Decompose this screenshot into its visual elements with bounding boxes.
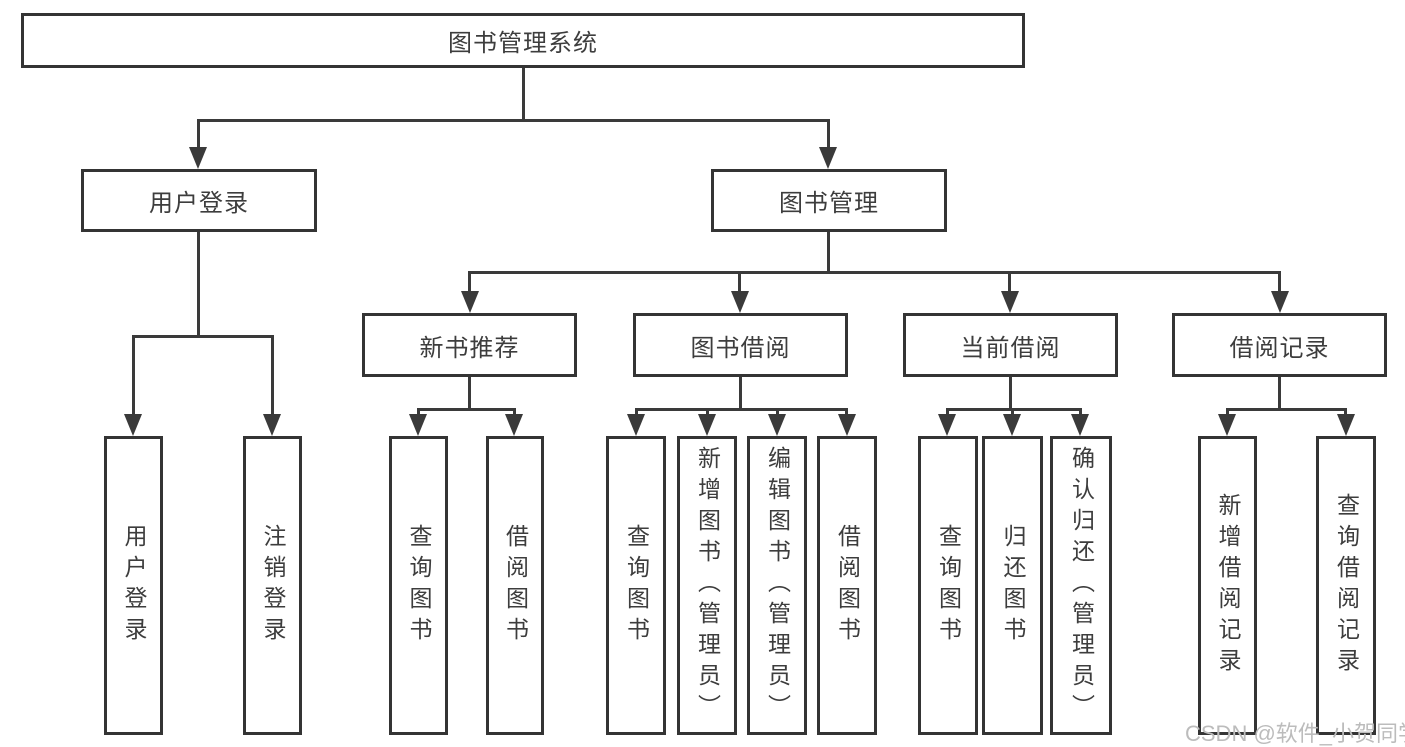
leaf-label: 借阅图书 <box>502 523 529 648</box>
arrowhead-down-icon <box>1071 414 1089 436</box>
connector-line <box>417 408 516 411</box>
leaf-query-books-recommend: 查询图书 <box>389 436 448 735</box>
node-book-management: 图书管理 <box>711 169 947 232</box>
leaf-query-borrow-record: 查询借阅记录 <box>1316 436 1376 735</box>
connector-line <box>132 335 274 338</box>
connector-line <box>845 408 848 416</box>
node-new-book-recommend: 新书推荐 <box>362 313 577 377</box>
node-borrow-records: 借阅记录 <box>1172 313 1387 377</box>
arrowhead-down-icon <box>505 414 523 436</box>
node-label: 用户登录 <box>149 190 249 217</box>
leaf-label: 用户登录 <box>121 523 147 648</box>
arrowhead-down-icon <box>819 147 837 169</box>
leaf-label: 新增图书（管理员） <box>694 446 721 725</box>
arrowhead-down-icon <box>1271 291 1289 313</box>
connector-line <box>197 119 830 122</box>
connector-line <box>776 408 779 416</box>
connector-line <box>1344 408 1347 416</box>
connector-line <box>827 232 830 274</box>
arrowhead-down-icon <box>768 414 786 436</box>
connector-line <box>1079 408 1082 416</box>
connector-line <box>1278 271 1281 293</box>
leaf-borrow-books-recommend: 借阅图书 <box>486 436 544 735</box>
connector-line <box>469 271 1281 274</box>
node-label: 当前借阅 <box>960 334 1061 362</box>
leaf-label: 查询借阅记录 <box>1333 492 1360 679</box>
arrowhead-down-icon <box>731 291 749 313</box>
leaf-add-borrow-record: 新增借阅记录 <box>1198 436 1257 735</box>
arrowhead-down-icon <box>698 414 716 436</box>
node-label: 图书管理 <box>779 190 879 217</box>
connector-line <box>635 408 848 411</box>
arrowhead-down-icon <box>938 414 956 436</box>
leaf-label: 查询图书 <box>935 523 962 648</box>
connector-line <box>946 408 1082 411</box>
leaf-label: 新增借阅记录 <box>1215 492 1241 679</box>
arrowhead-down-icon <box>1218 414 1236 436</box>
leaf-label: 确认归还（管理员） <box>1068 446 1095 725</box>
connector-line <box>739 377 742 411</box>
connector-line <box>706 408 709 416</box>
connector-line <box>1008 271 1011 293</box>
connector-line <box>522 68 525 122</box>
connector-line <box>1011 408 1014 416</box>
arrowhead-down-icon <box>263 414 281 436</box>
leaf-edit-books-admin: 编辑图书（管理员） <box>747 436 807 735</box>
arrowhead-down-icon <box>1001 291 1019 313</box>
connector-line <box>635 408 638 416</box>
arrowhead-down-icon <box>627 414 645 436</box>
leaf-user-login: 用户登录 <box>104 436 163 735</box>
node-user-login: 用户登录 <box>81 169 317 232</box>
connector-line <box>827 119 830 150</box>
leaf-add-books-admin: 新增图书（管理员） <box>677 436 737 735</box>
connector-line <box>271 335 274 416</box>
arrowhead-down-icon <box>838 414 856 436</box>
leaf-label: 编辑图书（管理员） <box>764 446 791 725</box>
node-label: 图书借阅 <box>690 334 791 362</box>
connector-line <box>513 408 516 416</box>
connector-line <box>1226 408 1229 416</box>
connector-line <box>197 232 200 338</box>
node-label: 新书推荐 <box>419 334 520 362</box>
leaf-label: 查询图书 <box>623 523 650 648</box>
connector-line <box>132 335 135 416</box>
arrowhead-down-icon <box>189 147 207 169</box>
connector-line <box>468 377 471 411</box>
leaf-borrow-books: 借阅图书 <box>817 436 877 735</box>
leaf-label: 归还图书 <box>1000 523 1026 648</box>
leaf-query-books-current: 查询图书 <box>918 436 978 735</box>
connector-line <box>1226 408 1347 411</box>
arrowhead-down-icon <box>1337 414 1355 436</box>
arrowhead-down-icon <box>124 414 142 436</box>
leaf-query-books-borrow: 查询图书 <box>606 436 666 735</box>
leaf-label: 注销登录 <box>260 523 286 648</box>
connector-line <box>468 271 471 293</box>
node-label: 借阅记录 <box>1229 334 1330 362</box>
connector-line <box>417 408 420 416</box>
node-current-borrow: 当前借阅 <box>903 313 1118 377</box>
leaf-return-books: 归还图书 <box>982 436 1043 735</box>
arrowhead-down-icon <box>1003 414 1021 436</box>
leaf-logout: 注销登录 <box>243 436 302 735</box>
connector-line <box>946 408 949 416</box>
arrowhead-down-icon <box>461 291 479 313</box>
connector-line <box>197 119 200 150</box>
connector-line <box>738 271 741 293</box>
leaf-confirm-return-admin: 确认归还（管理员） <box>1050 436 1112 735</box>
connector-line <box>1009 377 1012 410</box>
node-root: 图书管理系统 <box>21 13 1025 68</box>
csdn-watermark: CSDN @软件_小贺同学 <box>1185 721 1405 746</box>
arrowhead-down-icon <box>409 414 427 436</box>
connector-line <box>1278 377 1281 410</box>
leaf-label: 借阅图书 <box>834 523 861 648</box>
leaf-label: 查询图书 <box>406 523 432 648</box>
node-root-label: 图书管理系统 <box>448 30 598 57</box>
node-book-borrow: 图书借阅 <box>633 313 848 377</box>
